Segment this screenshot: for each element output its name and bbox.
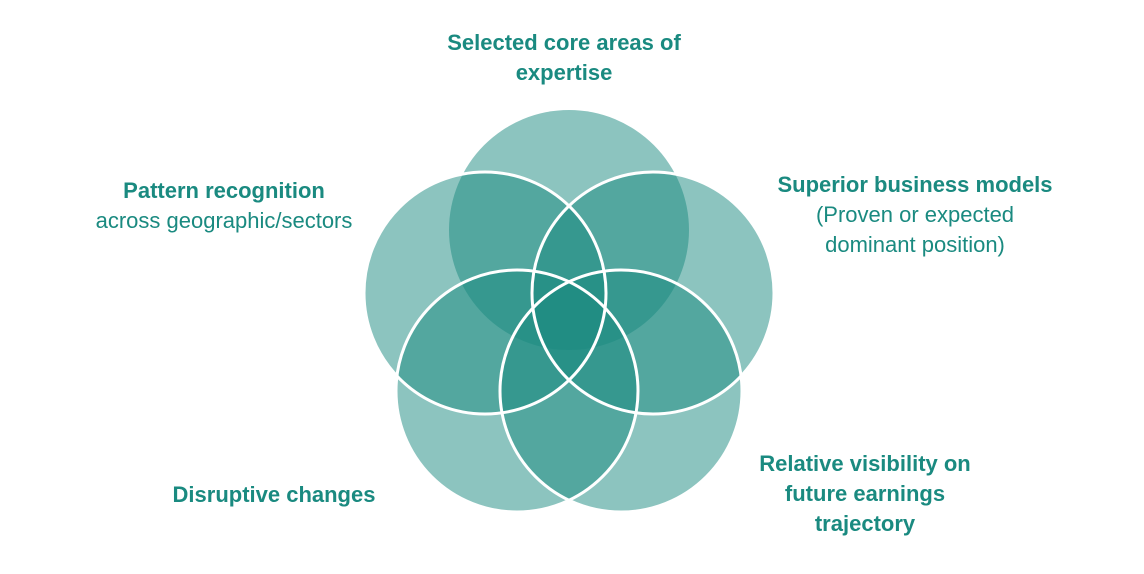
label-superior-business-models-sub1: (Proven or expected <box>815 202 1015 227</box>
circle-relative-visibility <box>500 270 742 512</box>
label-selected-core-areas: Selected core areas of expertise <box>384 28 744 88</box>
label-disruptive-changes: Disruptive changes <box>114 480 434 510</box>
label-superior-business-models: Superior business models (Proven or expe… <box>735 170 1095 260</box>
label-relative-visibility-line2: future earnings <box>784 481 946 506</box>
circle-outline-superior-business-models <box>530 170 776 416</box>
circle-outline-relative-visibility <box>498 268 744 514</box>
circle-outline-disruptive-changes <box>394 268 640 514</box>
label-pattern-recognition: Pattern recognition across geographic/se… <box>44 176 404 236</box>
label-pattern-recognition-title: Pattern recognition <box>123 178 325 203</box>
label-relative-visibility-line3: trajectory <box>814 511 916 536</box>
label-relative-visibility: Relative visibility on future earnings t… <box>725 449 1005 539</box>
circle-outline-pattern-recognition <box>362 170 608 416</box>
label-superior-business-models-sub2: dominant position) <box>825 232 1005 257</box>
label-disruptive-changes-title: Disruptive changes <box>172 482 376 507</box>
label-selected-core-areas-line1: Selected core areas of <box>447 30 681 55</box>
label-selected-core-areas-line2: expertise <box>515 60 613 85</box>
label-relative-visibility-line1: Relative visibility on <box>759 451 971 476</box>
label-superior-business-models-title: Superior business models <box>777 172 1053 197</box>
label-pattern-recognition-sub: across geographic/sectors <box>95 208 353 233</box>
